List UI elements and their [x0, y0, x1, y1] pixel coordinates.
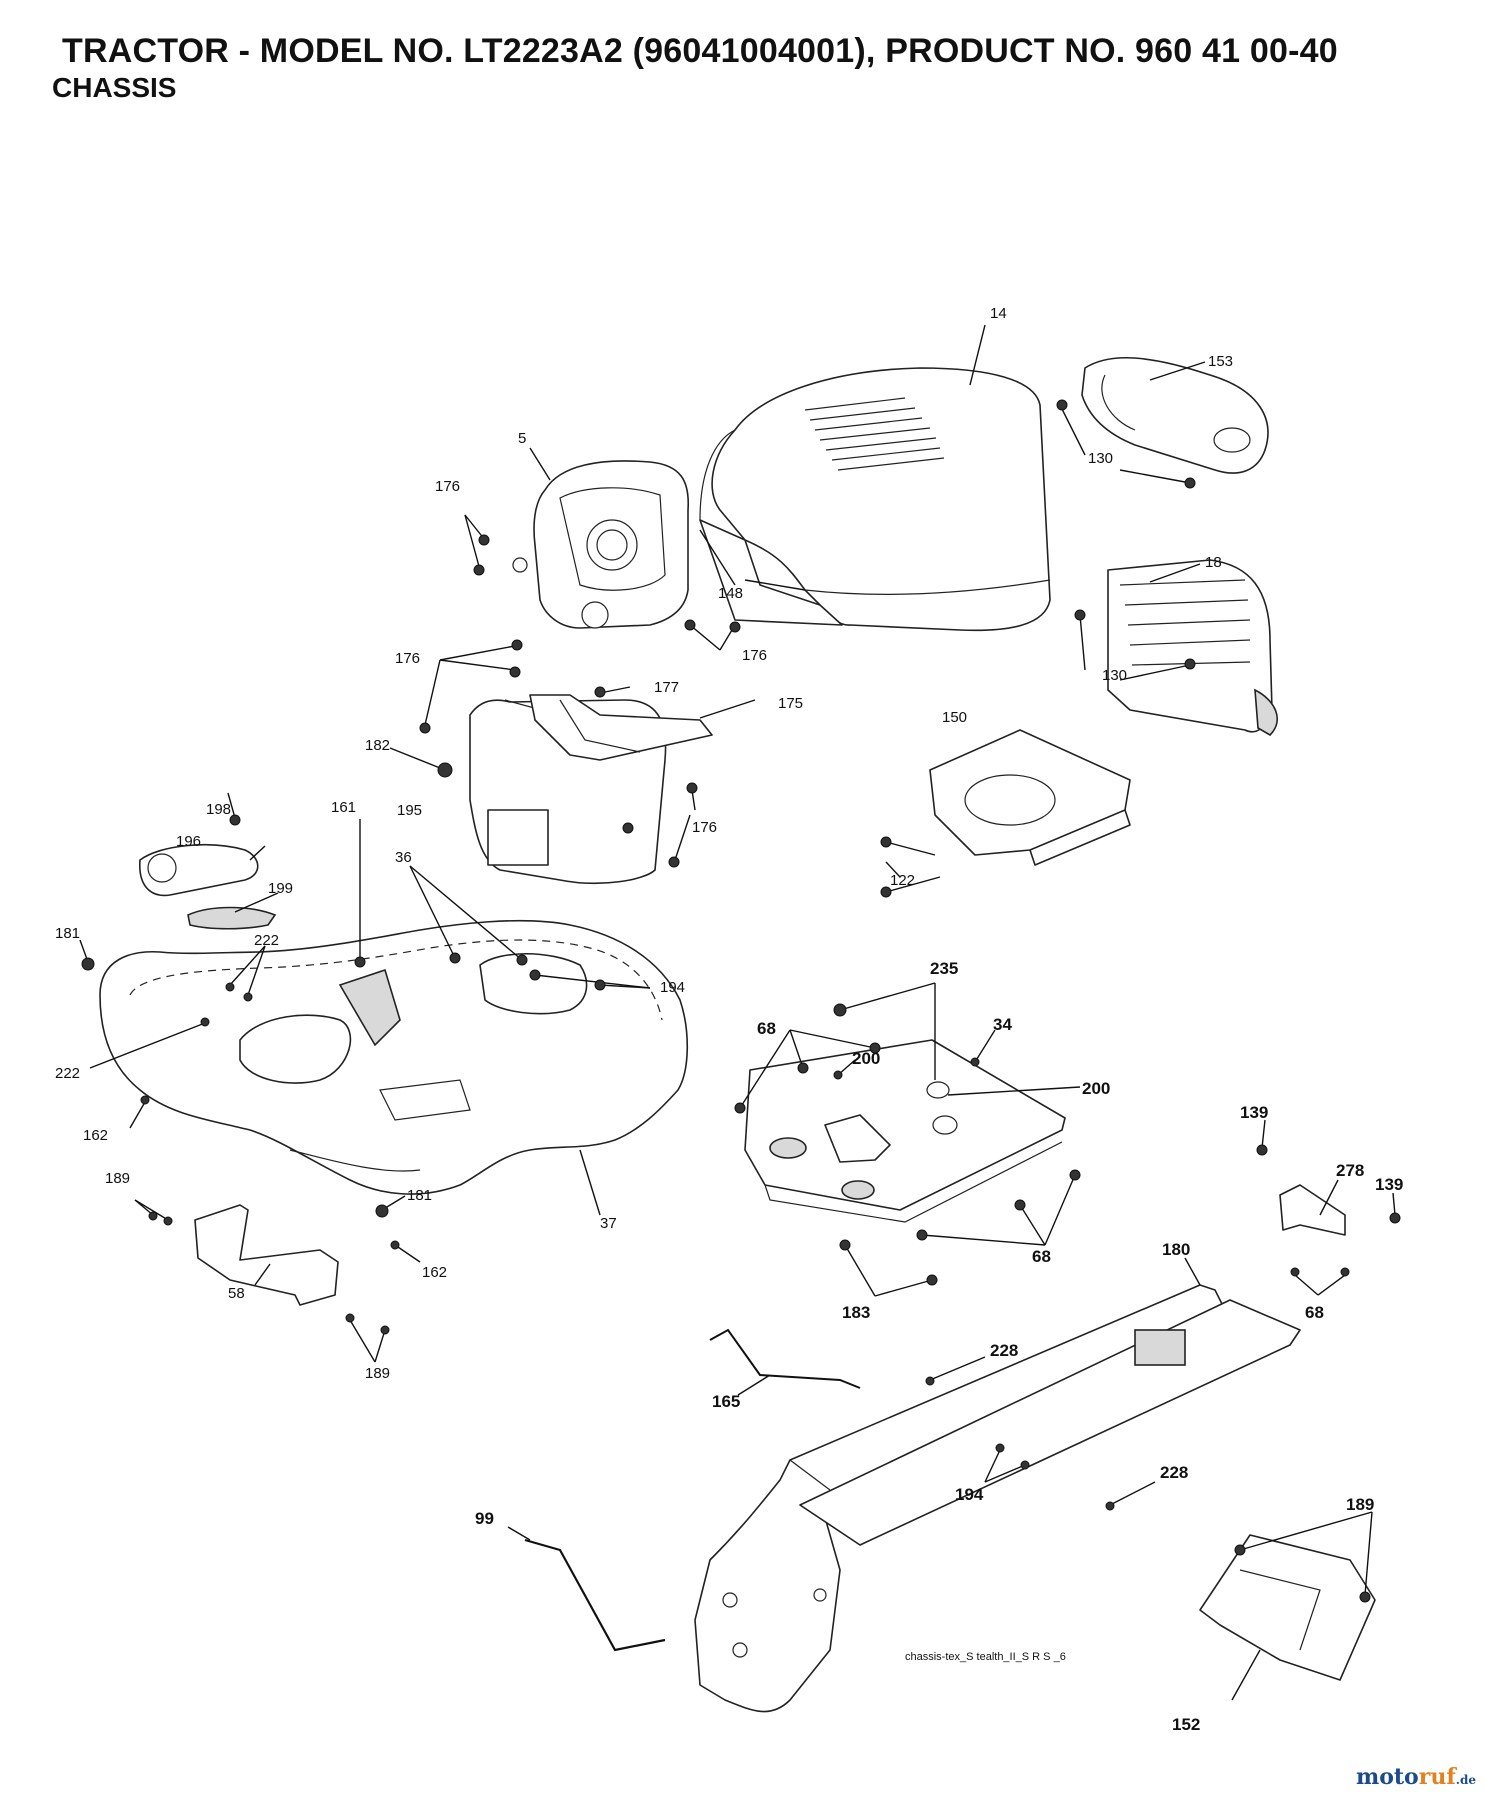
callout-228: 228 [990, 1341, 1018, 1360]
callout-182: 182 [365, 737, 390, 754]
callout-68: 68 [1032, 1247, 1051, 1266]
section-title: CHASSIS [52, 72, 177, 103]
callout-194: 194 [955, 1485, 984, 1504]
callout-68: 68 [757, 1019, 776, 1038]
callout-189: 189 [1346, 1495, 1374, 1514]
fender-cover-part [139, 844, 277, 930]
page-title: TRACTOR - MODEL NO. LT2223A2 (9604100400… [62, 32, 1338, 70]
callout-196: 196 [176, 833, 201, 850]
callout-235: 235 [930, 959, 958, 978]
rod-165-part [709, 1328, 861, 1389]
shield-152-part [1199, 1534, 1376, 1681]
callout-181: 181 [55, 925, 80, 942]
callout-199: 199 [268, 880, 293, 897]
callout-162: 162 [83, 1127, 108, 1144]
callout-122: 122 [890, 872, 915, 889]
callout-189: 189 [105, 1170, 130, 1187]
callout-176: 176 [435, 478, 460, 495]
callout-175: 175 [778, 695, 803, 712]
callout-152: 152 [1172, 1715, 1200, 1734]
callout-177: 177 [654, 679, 679, 696]
callout-189: 189 [365, 1365, 390, 1382]
callout-194: 194 [660, 979, 685, 996]
callout-150: 150 [942, 709, 967, 726]
callout-181: 181 [407, 1187, 432, 1204]
dash-panel-part [512, 460, 690, 629]
callout-99: 99 [475, 1509, 494, 1528]
callout-183: 183 [842, 1303, 870, 1322]
callout-200: 200 [1082, 1079, 1110, 1098]
callout-176: 176 [742, 647, 767, 664]
fender-part [99, 919, 689, 1195]
bracket-278-part [1279, 1184, 1346, 1236]
callout-195: 195 [397, 802, 422, 819]
callout-153: 153 [1208, 353, 1233, 370]
callout-228: 228 [1160, 1463, 1188, 1482]
headlight-housing-part [1107, 559, 1279, 737]
callout-58: 58 [228, 1285, 245, 1302]
callout-176: 176 [692, 819, 717, 836]
callout-148: 148 [718, 585, 743, 602]
callout-222: 222 [55, 1065, 80, 1082]
callout-180: 180 [1162, 1240, 1190, 1259]
callout-37: 37 [600, 1215, 617, 1232]
callout-130: 130 [1088, 450, 1113, 467]
callout-5: 5 [518, 430, 526, 447]
callout-222: 222 [254, 932, 279, 949]
callout-161: 161 [331, 799, 356, 816]
callout-34: 34 [993, 1015, 1012, 1034]
watermark-logo: motoruf.de [1356, 1764, 1476, 1790]
drawing-code: chassis-tex_S tealth_II_S R S _6 [905, 1651, 1066, 1663]
callout-139: 139 [1375, 1175, 1403, 1194]
bracket-58-part [194, 1204, 339, 1306]
fastener-markers [81, 399, 1401, 1603]
callout-162: 162 [422, 1264, 447, 1281]
watermark-part-3: .de [1455, 1773, 1476, 1787]
callout-18: 18 [1205, 554, 1222, 571]
steering-bracket-part [529, 694, 713, 761]
callout-176: 176 [395, 650, 420, 667]
watermark-part-2: ruf [1418, 1764, 1456, 1790]
hood-part [699, 367, 1051, 632]
callout-labels: 14 153 130 18 130 5 148 176 176 176 177 … [55, 305, 1403, 1734]
callout-68: 68 [1305, 1303, 1324, 1322]
callout-139: 139 [1240, 1103, 1268, 1122]
watermark-part-1: moto [1355, 1764, 1419, 1790]
engine-plate-part [744, 1039, 1066, 1223]
callout-165: 165 [712, 1392, 740, 1411]
rod-99-part [524, 1538, 666, 1652]
callout-200: 200 [852, 1049, 880, 1068]
callout-36: 36 [395, 849, 412, 866]
callout-14: 14 [990, 305, 1007, 322]
callout-130: 130 [1102, 667, 1127, 684]
grille-part [1081, 356, 1269, 474]
callout-198: 198 [206, 801, 231, 818]
callout-278: 278 [1336, 1161, 1364, 1180]
battery-tray-part [929, 729, 1131, 866]
frame-part [694, 1284, 1301, 1713]
